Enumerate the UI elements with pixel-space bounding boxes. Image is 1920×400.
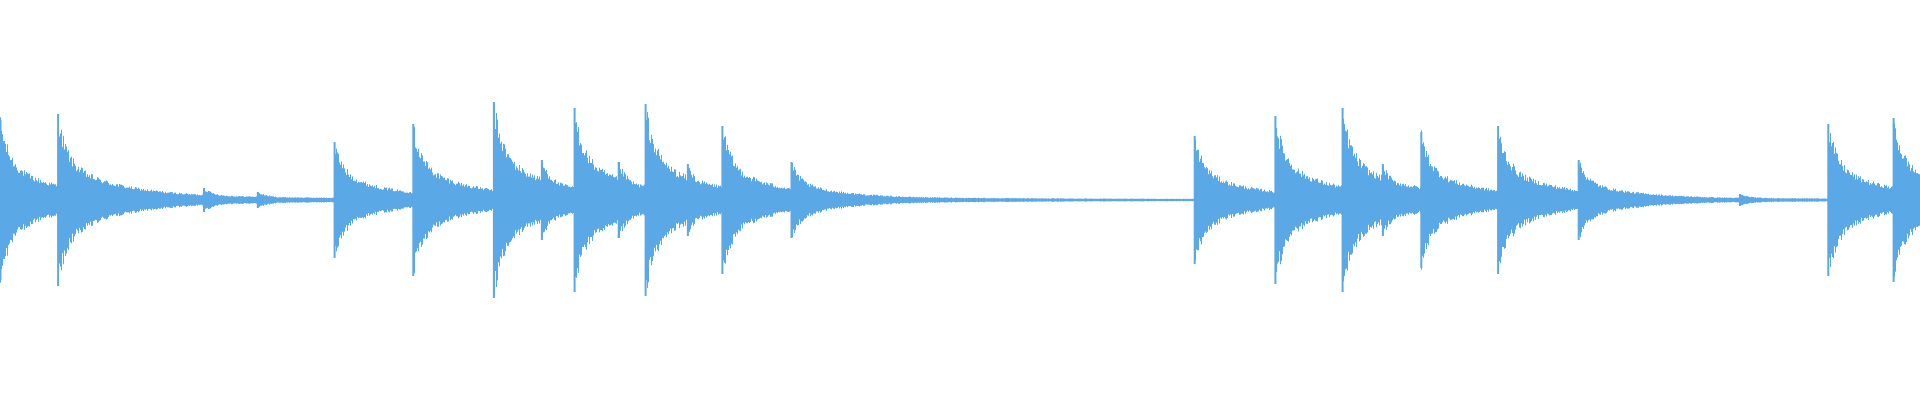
waveform-samples: [0, 102, 1920, 298]
waveform-envelope: [0, 104, 1920, 296]
